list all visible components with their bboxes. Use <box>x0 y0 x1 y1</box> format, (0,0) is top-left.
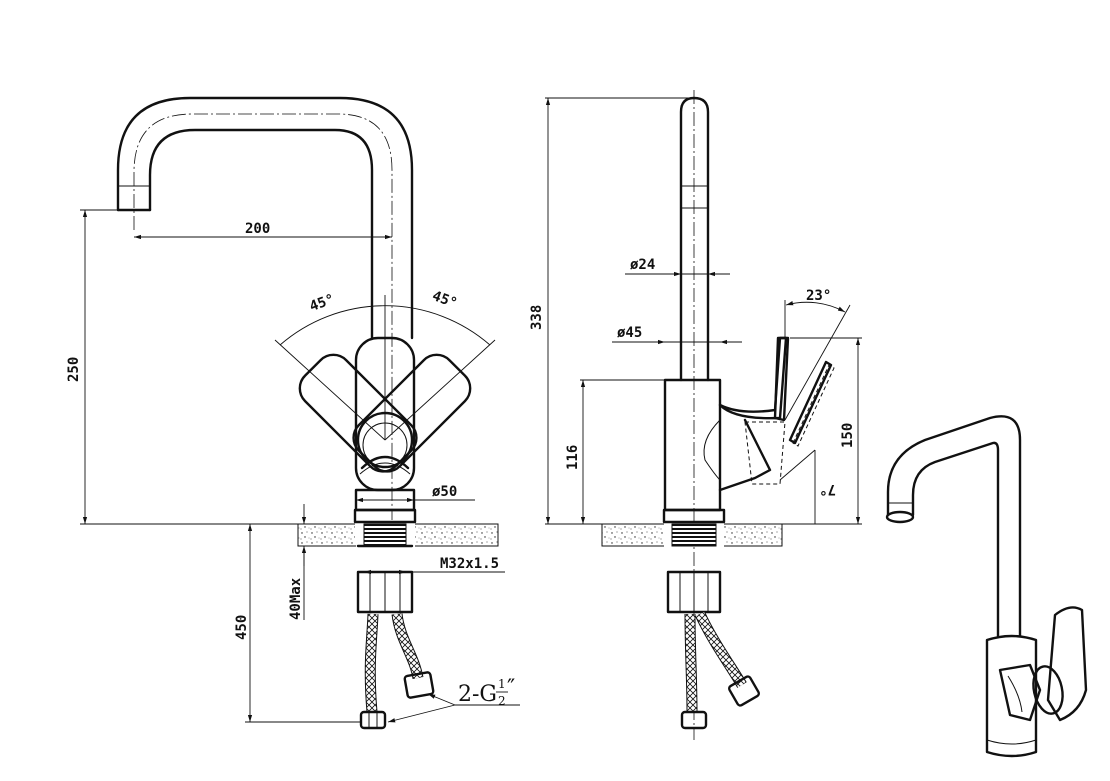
max-deck-label: 40Max <box>288 577 304 620</box>
hose-length-label: 450 <box>234 615 250 640</box>
body-diameter-label: ø50 <box>432 484 457 500</box>
tilt-angle-label: 7° <box>819 481 836 497</box>
handle-angle-label: 23° <box>806 288 831 304</box>
thread-label: M32x1.5 <box>440 556 499 572</box>
height-250-label: 250 <box>66 357 82 382</box>
spout-base-diameter-label: ø45 <box>617 325 642 341</box>
connector-label-suffix: ″ <box>507 676 515 701</box>
angle-right-label: 45° <box>430 288 459 312</box>
connector-label-denominator: 2 <box>498 694 506 708</box>
spout-reach-label: 200 <box>245 221 270 237</box>
perspective-view <box>885 415 1088 758</box>
handle-height-label: 150 <box>840 423 856 448</box>
connector-label-numerator: 1 <box>498 677 506 691</box>
tube <box>679 96 710 382</box>
side-body <box>663 378 722 512</box>
side-view: 338 ø24 ø45 116 150 23° 7° <box>529 90 862 740</box>
tube-diameter-label: ø24 <box>630 257 655 273</box>
connector-label-prefix: 2-G <box>458 682 497 707</box>
angle-left-label: 45° <box>308 291 337 315</box>
front-view: 45° 45° 200 250 ø50 M32x1.5 40Max 450 2-… <box>66 96 520 730</box>
total-height-label: 338 <box>529 305 545 330</box>
body-height-label: 116 <box>565 445 581 470</box>
spout <box>116 96 414 520</box>
